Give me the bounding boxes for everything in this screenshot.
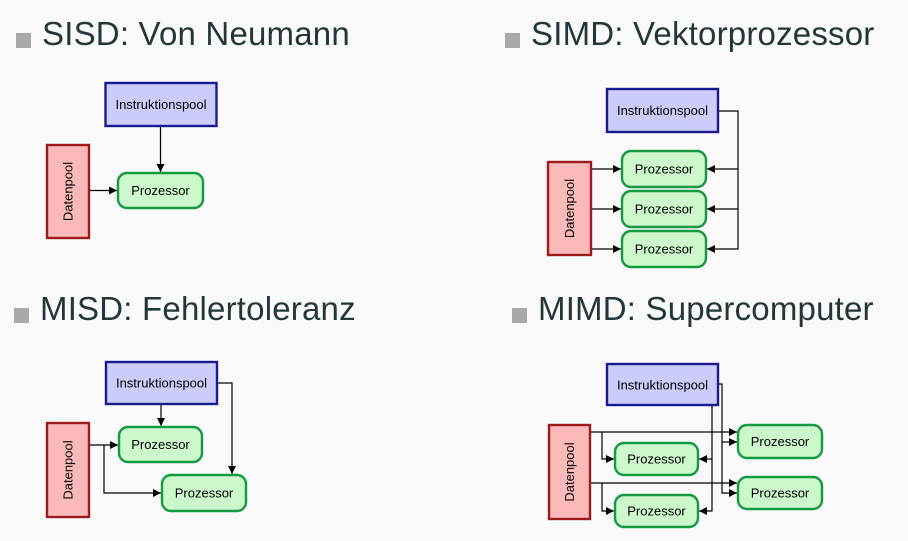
processor-label: Prozessor <box>627 504 686 519</box>
data-pool-label: Datenpool <box>61 440 76 499</box>
wire-instruction-to-processor-2 <box>217 382 236 474</box>
data-pool-box <box>45 143 91 240</box>
instruction-pool-label: Instruktionspool <box>115 97 206 112</box>
processor-box <box>613 441 700 477</box>
instruction-pool-box <box>104 360 219 406</box>
instruction-pool-label: Instruktionspool <box>617 378 708 393</box>
processor-label: Prozessor <box>131 437 190 452</box>
wire-instruction-to-right-processor-2 <box>718 383 737 497</box>
square-bullet-icon <box>505 33 520 48</box>
data-pool-box <box>547 423 592 521</box>
square-bullet-icon <box>16 33 31 48</box>
instruction-pool-label: Instruktionspool <box>116 376 207 391</box>
processor-label: Prozessor <box>751 486 810 501</box>
processor-box <box>736 475 824 511</box>
processor-label: Prozessor <box>635 202 694 217</box>
data-pool-box <box>546 160 593 257</box>
data-pool-label: Datenpool <box>562 442 577 501</box>
square-bullet-icon <box>512 308 527 323</box>
heading-misd: MISD: Fehlertoleranz <box>14 292 356 325</box>
heading-title: SIMD: Vektorprozessor <box>531 15 875 52</box>
processor-label: Prozessor <box>751 434 810 449</box>
processor-label: Prozessor <box>175 486 234 501</box>
instruction-pool-box <box>605 362 720 407</box>
data-pool-box <box>45 421 91 519</box>
diagram-misd: Instruktionspool Datenpool Prozessor Pro… <box>45 360 248 519</box>
diagram-mimd: Instruktionspool Datenpool Prozessor Pro… <box>547 362 824 529</box>
data-pool-label: Datenpool <box>562 179 577 238</box>
instruction-pool-label: Instruktionspool <box>617 103 708 118</box>
wire-data-to-processor-2 <box>103 445 161 497</box>
diagram-sisd: Instruktionspool Datenpool Prozessor <box>45 81 218 240</box>
processor-box <box>117 425 204 464</box>
heading-simd: SIMD: Vektorprozessor <box>505 17 874 50</box>
heading-title: MIMD: Supercomputer <box>538 290 874 327</box>
heading-title: MISD: Fehlertoleranz <box>40 290 356 327</box>
processor-label: Prozessor <box>627 452 686 467</box>
processor-box <box>160 473 248 513</box>
wire-data-to-left-processor-1 <box>601 432 614 463</box>
diagram-simd: Instruktionspool Datenpool Prozessor Pro… <box>546 87 739 269</box>
heading-mimd: MIMD: Supercomputer <box>512 292 874 325</box>
processor-box <box>620 149 708 189</box>
instruction-pool-box <box>104 81 218 128</box>
data-pool-label: Datenpool <box>61 162 76 221</box>
wire-instruction-to-left-processor-2 <box>699 405 713 515</box>
processor-box <box>620 229 708 269</box>
heading-sisd: SISD: Von Neumann <box>16 17 350 50</box>
processor-box <box>620 189 708 229</box>
processor-box <box>736 423 824 460</box>
processor-box <box>613 493 700 529</box>
heading-title: SISD: Von Neumann <box>42 15 350 52</box>
square-bullet-icon <box>14 308 29 323</box>
processor-box <box>116 171 205 210</box>
processor-label: Prozessor <box>635 162 694 177</box>
processor-label: Prozessor <box>131 183 190 198</box>
wire-instruction-to-processor-3 <box>707 110 739 253</box>
processor-label: Prozessor <box>635 242 694 257</box>
instruction-pool-box <box>605 87 720 134</box>
wire-data-to-left-processor-2 <box>601 483 614 515</box>
